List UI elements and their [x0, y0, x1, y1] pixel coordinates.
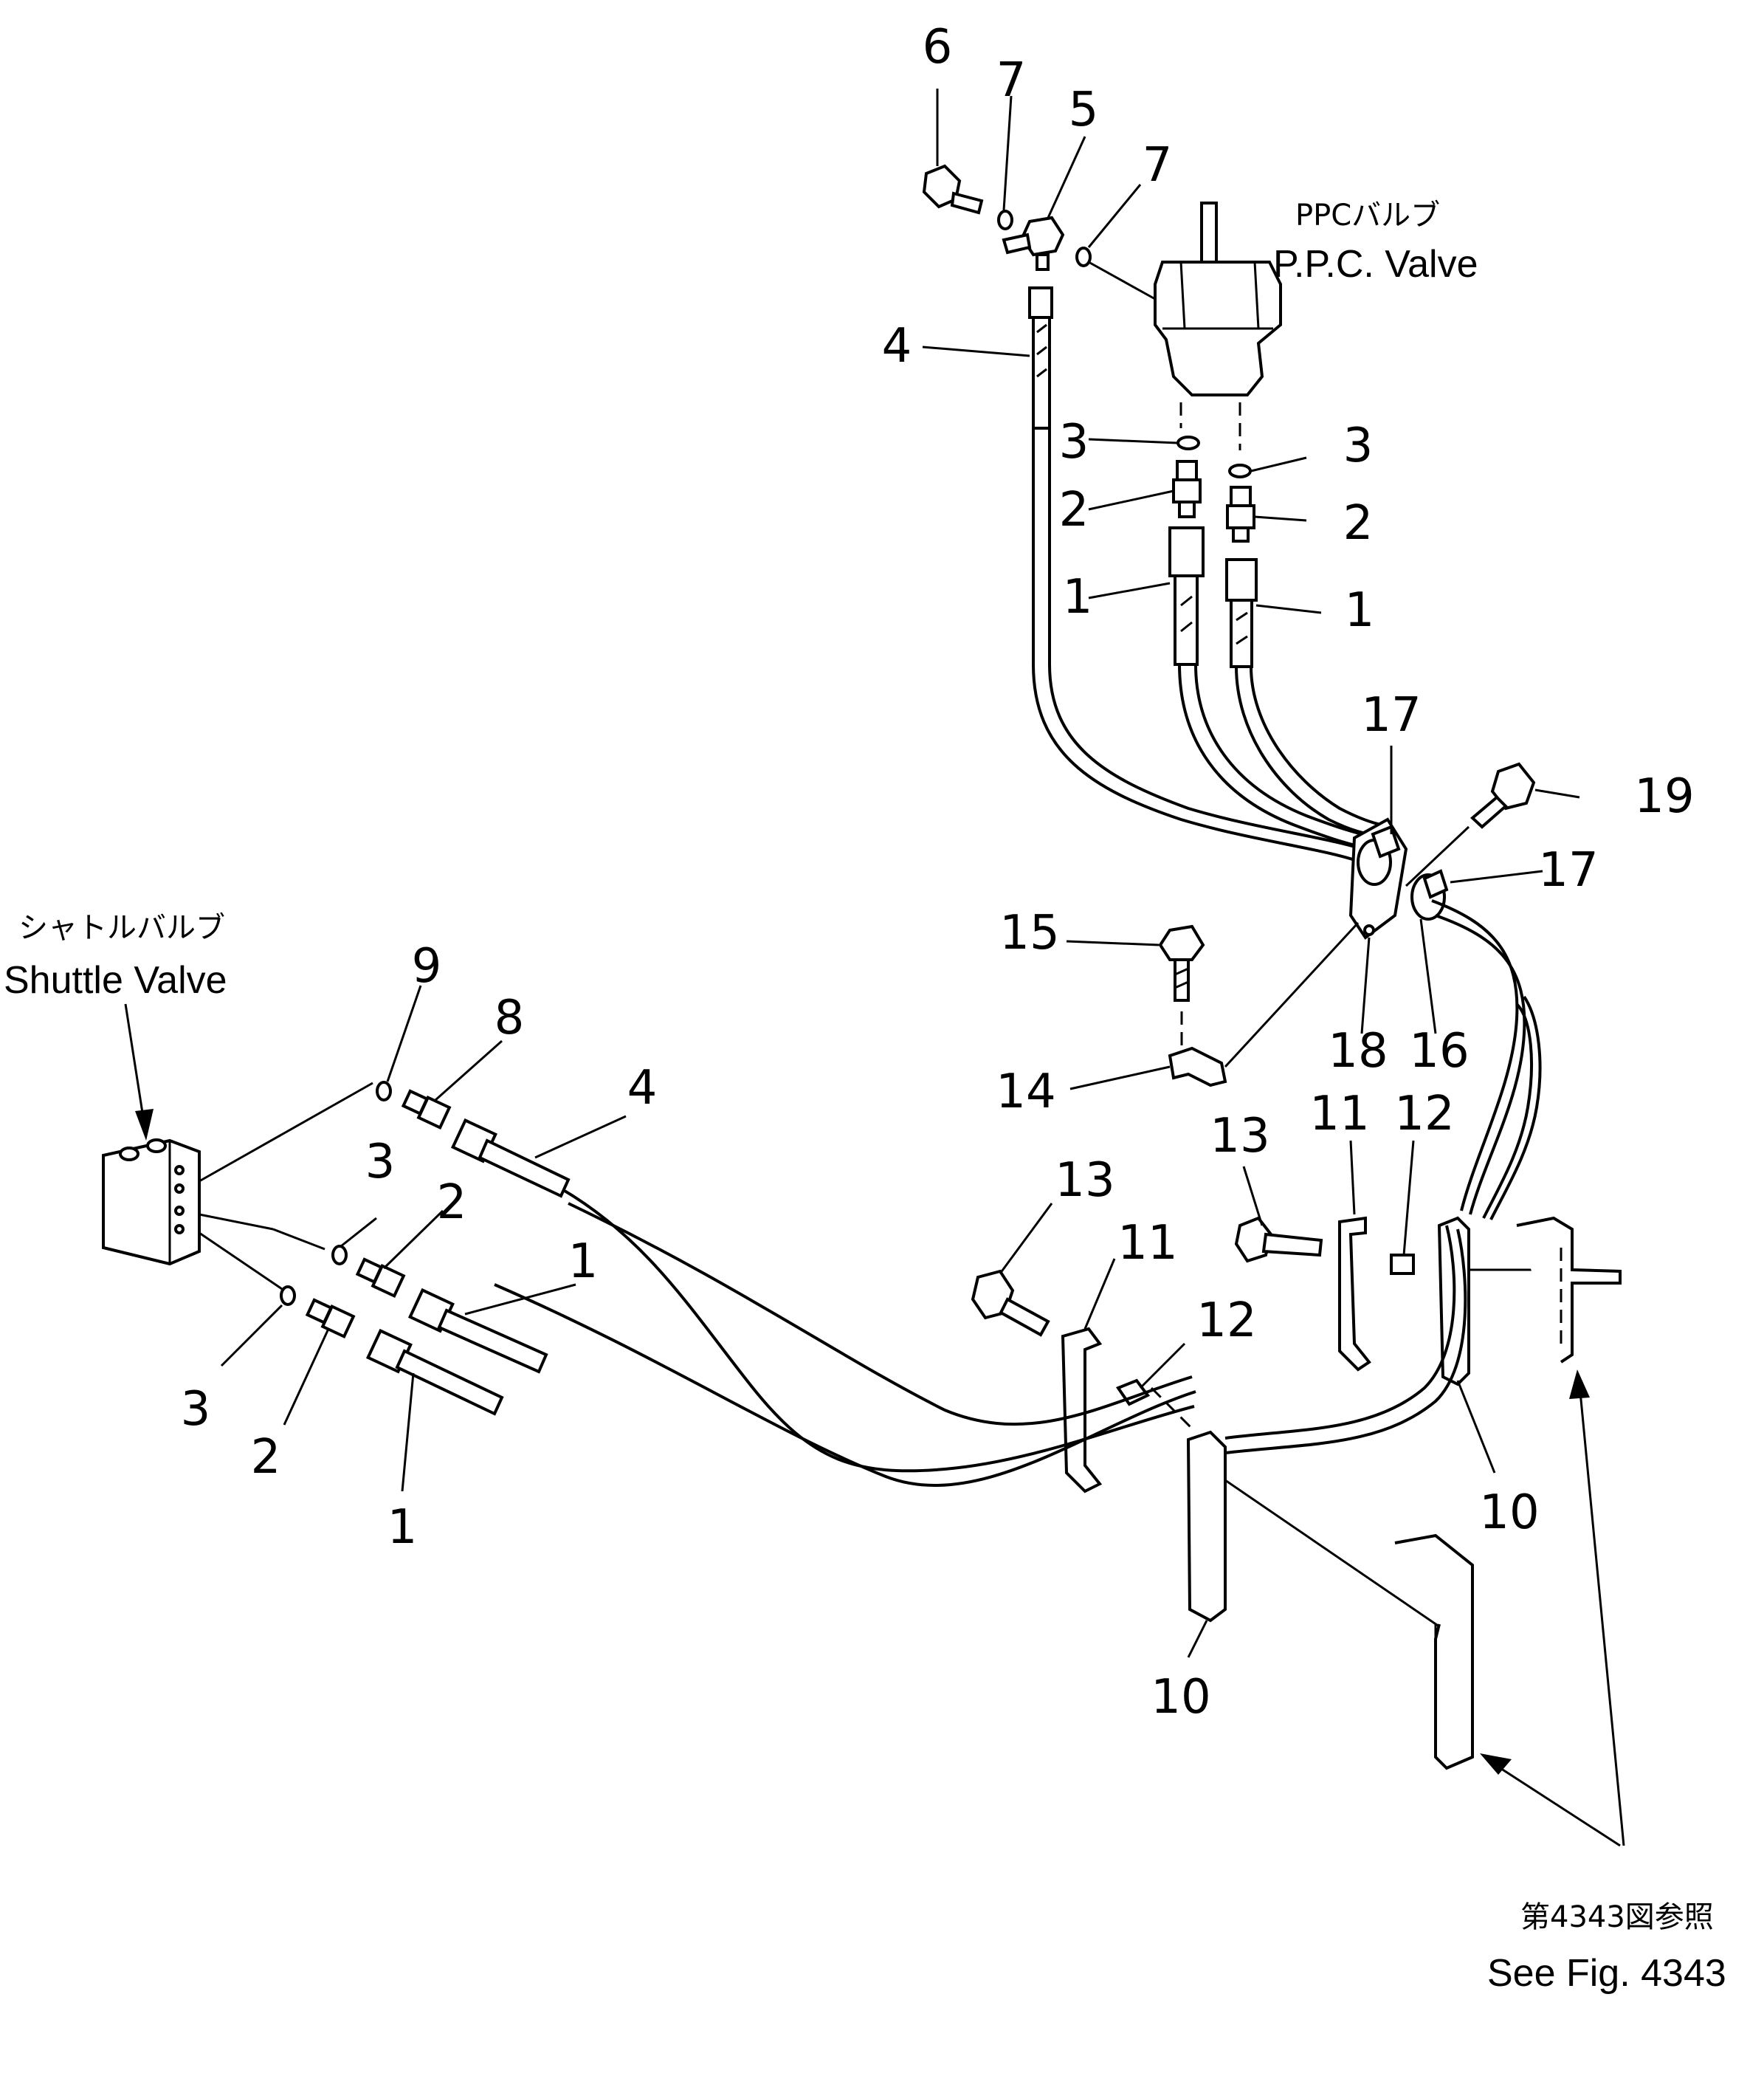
- callout-10a: 10: [1479, 1485, 1539, 1540]
- callout-1d: 1: [387, 1500, 418, 1555]
- o-ring-3c: [331, 1245, 348, 1265]
- callout-17b: 17: [1538, 843, 1598, 898]
- callout-5: 5: [1069, 83, 1099, 137]
- o-ring-3d: [280, 1285, 296, 1306]
- shuttle-valve-jp-label: シャトルバルブ: [18, 911, 225, 945]
- callout-15: 15: [999, 906, 1059, 960]
- callout-4a: 4: [882, 319, 912, 374]
- upper-hose-bundle: [1032, 428, 1385, 865]
- bracket-fig4343-upper: [1516, 1216, 1622, 1364]
- adapter-2b: [1226, 486, 1255, 543]
- callout-2b: 2: [1343, 496, 1374, 551]
- see-fig-en-label: See Fig. 4343: [1487, 1952, 1726, 1995]
- callout-numbers: 6 7 5 7 4 3 3 2 2 1 1 17 19 17 15 18 16 …: [181, 20, 1695, 1725]
- clamp-assembly: [1348, 817, 1449, 940]
- adapter-2a: [1172, 460, 1202, 518]
- elbow-fitting-5: [1002, 216, 1065, 271]
- callout-12b: 12: [1196, 1293, 1256, 1348]
- hose-1b-end: [1225, 558, 1258, 668]
- callout-13a: 13: [1210, 1109, 1269, 1163]
- callout-14: 14: [996, 1065, 1055, 1119]
- hose-4-upper-end: [1028, 286, 1053, 430]
- adapter-8: [401, 1089, 452, 1130]
- callout-4b: 4: [627, 1061, 658, 1116]
- shuttle-valve-en-label: Shuttle Valve: [4, 959, 227, 1002]
- o-ring-7b: [1075, 247, 1092, 267]
- callout-18: 18: [1328, 1024, 1388, 1079]
- see-fig-arrows: [1480, 1369, 1625, 1847]
- callout-2c: 2: [437, 1175, 467, 1230]
- callout-12a: 12: [1394, 1087, 1454, 1141]
- ppc-valve: [1154, 202, 1282, 450]
- callout-11a: 11: [1309, 1087, 1369, 1141]
- callout-1a: 1: [1063, 570, 1093, 625]
- callout-1c: 1: [568, 1234, 599, 1289]
- hose-4-lower-end: [450, 1118, 571, 1198]
- bracket-11-right: [1338, 1216, 1371, 1372]
- leader-lines: [220, 89, 1580, 1658]
- shuttle-valve: [102, 1082, 373, 1292]
- o-ring-3a: [1176, 436, 1200, 450]
- callout-17a: 17: [1361, 688, 1421, 743]
- bolt-15: [1158, 924, 1205, 1002]
- hose-1a-end: [1168, 526, 1205, 666]
- clip-14: [1168, 1046, 1227, 1087]
- callout-1b: 1: [1345, 583, 1375, 638]
- callout-7a: 7: [996, 53, 1027, 108]
- spacer-12-right: [1390, 1254, 1415, 1275]
- callout-8: 8: [495, 991, 525, 1045]
- callout-6: 6: [923, 20, 953, 75]
- hose-1d-end: [365, 1328, 504, 1416]
- callout-3a: 3: [1059, 415, 1089, 470]
- callout-19: 19: [1634, 769, 1694, 824]
- hose-bundle-right: [1431, 899, 1542, 1220]
- o-ring-7a: [997, 210, 1013, 230]
- callout-13b: 13: [1055, 1153, 1114, 1208]
- o-ring-9: [376, 1081, 392, 1101]
- bolt-13-left: [971, 1269, 1050, 1337]
- callout-3d: 3: [181, 1382, 211, 1437]
- adapter-2c: [355, 1257, 406, 1299]
- bolt-19: [1470, 762, 1536, 829]
- o-ring-3b: [1228, 464, 1252, 478]
- ppc-valve-en-label: P.P.C. Valve: [1273, 243, 1478, 286]
- adapter-2d: [305, 1298, 356, 1339]
- hose-1c-end: [407, 1288, 548, 1374]
- shuttle-valve-arrow: [124, 1003, 154, 1141]
- fitting-bolt-6: [922, 164, 984, 215]
- callout-3b: 3: [1343, 419, 1374, 473]
- callout-9: 9: [412, 939, 442, 994]
- bracket-10-left: [1186, 1430, 1227, 1623]
- callout-11b: 11: [1117, 1216, 1177, 1271]
- callout-2d: 2: [251, 1430, 281, 1485]
- callout-2a: 2: [1059, 483, 1089, 537]
- callout-16: 16: [1409, 1024, 1469, 1079]
- bracket-11-left: [1061, 1327, 1103, 1493]
- callout-10b: 10: [1151, 1670, 1210, 1725]
- callout-7b: 7: [1143, 138, 1173, 193]
- see-fig-jp-label: 第4343図参照: [1520, 1900, 1714, 1934]
- lower-hose-bundle: [494, 1187, 1467, 1487]
- bracket-fig4343-lower: [1394, 1533, 1474, 1770]
- bolt-13-right: [1234, 1216, 1323, 1263]
- ppc-valve-jp-label: PPCバルブ: [1295, 199, 1440, 233]
- callout-3c: 3: [365, 1135, 396, 1189]
